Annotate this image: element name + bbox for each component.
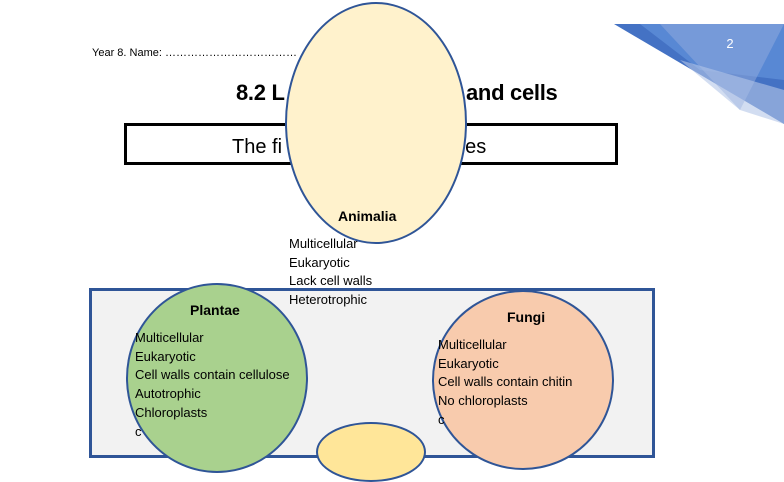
list-item: Chloroplasts [135,404,208,420]
animalia-title: Animalia [338,208,397,224]
bottom-ellipse [316,422,426,482]
list-item: Cell walls contain chitin [438,374,573,390]
list-item: Lack cell walls [289,273,373,289]
list-item: Eukaryotic [135,348,196,364]
list-item: c [135,423,142,439]
animalia-traits: Multicellular Eukaryotic Lack cell walls… [289,235,372,310]
student-name-line: Year 8. Name: ……………………………… [92,47,297,59]
list-item: Eukaryotic [289,254,350,270]
fungi-title: Fungi [507,309,546,325]
corner-decoration [614,24,784,124]
plantae-title: Plantae [190,302,240,318]
fungi-traits: Multicellular Eukaryotic Cell walls cont… [438,336,572,430]
list-item: No chloroplasts [438,393,528,409]
slide-title-left: 8.2 L [236,80,285,105]
list-item: Cell walls contain cellulose [135,367,290,383]
list-item: Eukaryotic [438,355,499,371]
list-item: Multicellular [438,337,507,352]
slide-title-right: and cells [466,80,558,105]
list-item: Heterotrophic [289,292,368,308]
list-item: c [438,411,445,427]
list-item: Multicellular [135,330,204,345]
subtitle-left-text: The fi [232,136,283,158]
plantae-traits: Multicellular Eukaryotic Cell walls cont… [135,329,290,441]
animalia-ellipse [285,2,467,244]
list-item: Multicellular [289,236,358,251]
slide-number: 2 [726,36,734,51]
list-item: Autotrophic [135,386,201,402]
fungi-ellipse [432,290,614,470]
